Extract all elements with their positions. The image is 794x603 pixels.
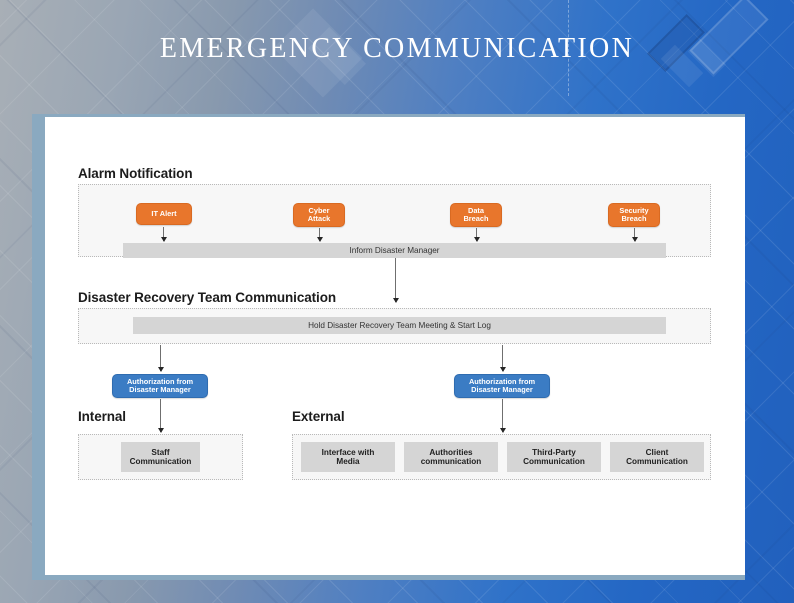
arrow-data-breach-to-bar: [476, 228, 478, 241]
external-node-client-communication[interactable]: Client Communication: [610, 442, 704, 472]
external-node-authorities-communication[interactable]: Authorities communication: [404, 442, 498, 472]
section-heading-internal: Internal: [78, 409, 126, 424]
trigger-label: Security Breach: [619, 205, 649, 223]
section-heading-disaster-recovery: Disaster Recovery Team Communication: [78, 290, 336, 305]
arrow-recovery-to-internal-authorization: [160, 345, 162, 371]
authorization-label: Authorization from Disaster Manager: [468, 376, 536, 394]
trigger-node-cyber-attack[interactable]: Cyber Attack: [293, 203, 345, 227]
node-label: Client Communication: [626, 447, 688, 466]
arrow-authorization-to-external-group: [502, 399, 504, 432]
process-bar-label: Hold Disaster Recovery Team Meeting & St…: [308, 320, 491, 330]
arrow-it-alert-to-bar: [163, 227, 165, 241]
trigger-label: Data Breach: [463, 205, 489, 223]
arrow-alarm-to-recovery: [395, 258, 397, 302]
node-label: Authorities communication: [420, 447, 482, 466]
external-node-interface-with-media[interactable]: Interface with Media: [301, 442, 395, 472]
trigger-label: IT Alert: [151, 208, 177, 218]
arrow-recovery-to-external-authorization: [502, 345, 504, 371]
internal-node-staff-communication[interactable]: Staff Communication: [121, 442, 200, 472]
node-label: Interface with Media: [321, 447, 375, 466]
process-bar-label: Inform Disaster Manager: [349, 245, 440, 255]
arrow-cyber-attack-to-bar: [319, 228, 321, 241]
arrow-authorization-to-internal-group: [160, 399, 162, 432]
external-node-third-party-communication[interactable]: Third-Party Communication: [507, 442, 601, 472]
trigger-label: Cyber Attack: [307, 205, 331, 223]
section-heading-alarm-notification: Alarm Notification: [78, 166, 193, 181]
trigger-node-it-alert[interactable]: IT Alert: [136, 203, 192, 225]
trigger-node-data-breach[interactable]: Data Breach: [450, 203, 502, 227]
emergency-communication-flow-diagram: Alarm Notification IT Alert Cyber Attack…: [45, 117, 745, 575]
content-card: Alarm Notification IT Alert Cyber Attack…: [45, 117, 745, 575]
node-label: Staff Communication: [129, 447, 192, 466]
arrow-security-breach-to-bar: [634, 228, 636, 241]
process-bar-inform-disaster-manager[interactable]: Inform Disaster Manager: [123, 243, 666, 258]
section-heading-external: External: [292, 409, 345, 424]
background-dashed-line-icon: [568, 0, 569, 96]
authorization-label: Authorization from Disaster Manager: [126, 376, 194, 394]
trigger-node-security-breach[interactable]: Security Breach: [608, 203, 660, 227]
authorization-node-external[interactable]: Authorization from Disaster Manager: [454, 374, 550, 398]
process-bar-hold-recovery-meeting[interactable]: Hold Disaster Recovery Team Meeting & St…: [133, 317, 666, 334]
page-title: EMERGENCY COMMUNICATION: [159, 33, 635, 64]
authorization-node-internal[interactable]: Authorization from Disaster Manager: [112, 374, 208, 398]
node-label: Third-Party Communication: [523, 447, 585, 466]
